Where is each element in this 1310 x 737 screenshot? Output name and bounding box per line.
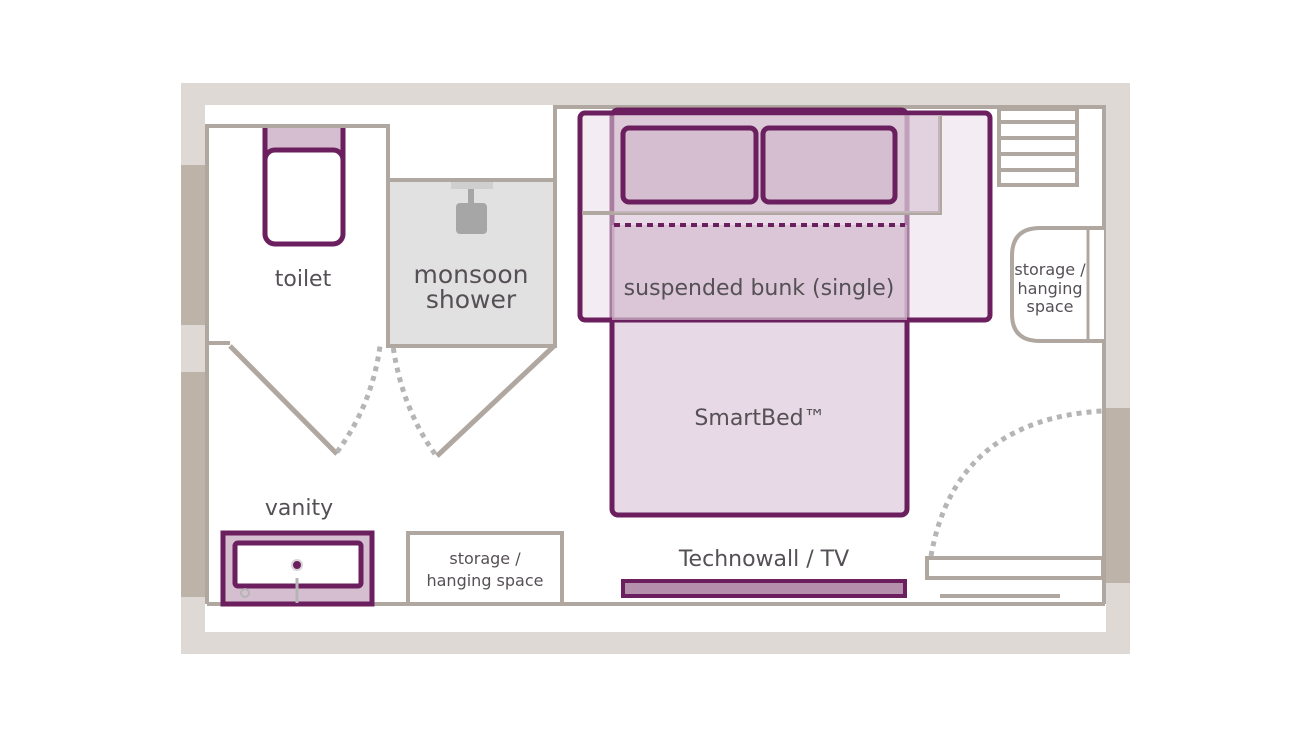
- storage-bottom-label-line2: hanging space: [426, 571, 543, 590]
- tap-icon: [240, 588, 250, 598]
- storage-bottom-label-line1: storage /: [449, 549, 521, 568]
- shower-label-line1: monsoon: [414, 260, 529, 289]
- technowall-label: Technowall / TV: [678, 547, 849, 572]
- vanity-label: vanity: [265, 496, 333, 521]
- window: [181, 165, 1130, 597]
- vanity: [220, 530, 375, 607]
- storage-right-label-line2: hanging: [1018, 279, 1083, 298]
- pillow: [620, 125, 898, 205]
- bunk-label: suspended bunk (single): [624, 276, 895, 301]
- entry-door: [925, 408, 1105, 598]
- smartbed-label: SmartBed™: [694, 406, 825, 431]
- stairs-icon: [997, 107, 1079, 187]
- technowall-tv: [621, 579, 907, 598]
- shower-head-icon: [456, 203, 487, 234]
- storage-right: [1010, 226, 1104, 343]
- shower-label-line2: shower: [426, 285, 517, 314]
- storage-right-label-line1: storage /: [1014, 260, 1086, 279]
- shower: [386, 178, 557, 348]
- toilet-fixture: [262, 128, 346, 247]
- shower-door: [390, 344, 556, 458]
- toilet-label: toilet: [275, 267, 332, 292]
- storage-right-label-line3: space: [1027, 297, 1074, 316]
- drain-icon: [291, 559, 303, 571]
- storage-bottom: [406, 531, 564, 606]
- toilet-door: [228, 344, 383, 456]
